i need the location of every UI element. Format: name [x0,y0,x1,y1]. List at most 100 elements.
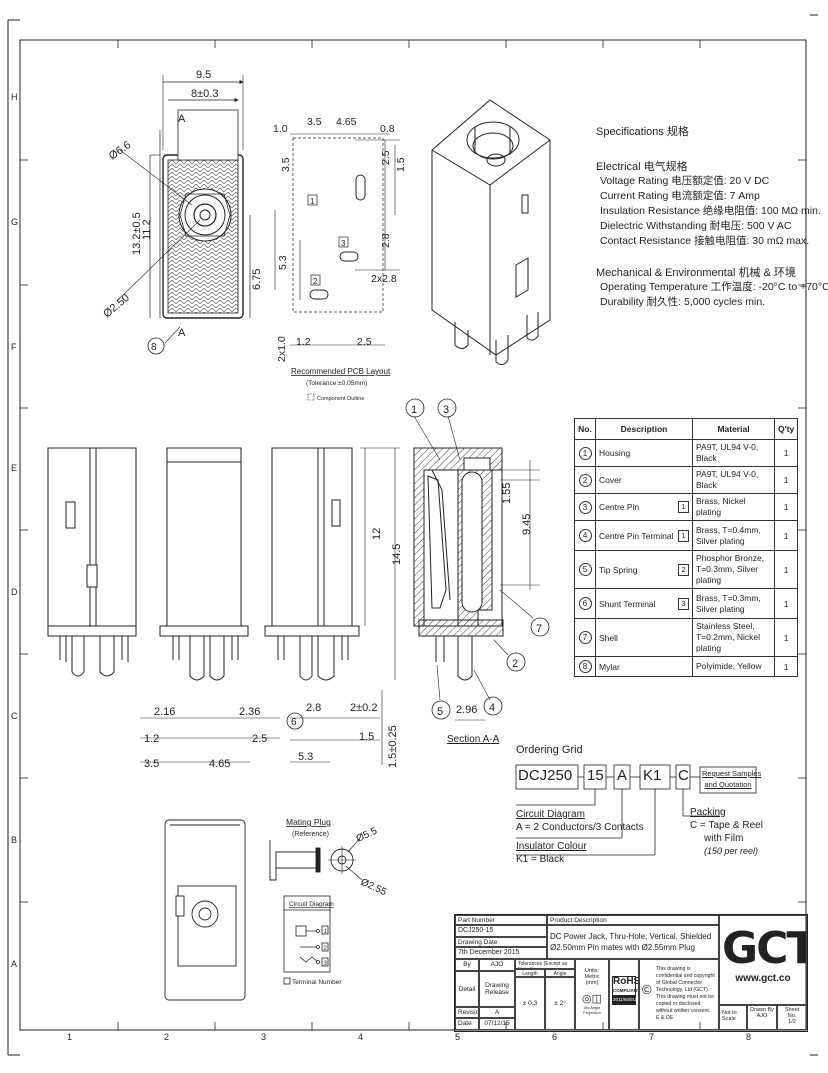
dim-side-10: 5.3 [298,751,313,763]
electrical-title: Electrical 电气规格 [596,161,688,173]
bom-header-material: Material [692,418,775,440]
dim-height-body: 11.2 [141,219,153,240]
pcb-pad-2: 2 [313,277,318,286]
tb-revision: A [479,1007,515,1018]
spec-durability: Durability 耐久性: 5,000 cycles min. [600,296,766,308]
pcb-pad-1: 1 [310,197,315,206]
border-row-G: G [11,217,18,227]
bom-header-qty: Q'ty [773,418,799,440]
tb-drawing-date: 7th December 2015 [455,947,547,959]
callout-6: 6 [291,717,297,728]
side-view-left [47,447,137,677]
bom-material: PA9T, UL94 V-0, Black [692,439,775,467]
bom-qty: 1 [773,466,799,494]
border-row-D: D [11,587,18,597]
callout-8: 8 [151,342,157,353]
bom-material: Brass, Nickel plating [692,493,775,521]
mating-plug-ref: (Reference) [292,831,329,838]
dim-side-1: 2.16 [154,706,175,718]
bom-description: Mylar [599,661,620,672]
bom-header-row: No. Description Material Q'ty [574,418,799,440]
mating-plug-title: Mating Plug [286,817,331,827]
order-part-circuit: 15 [587,767,604,784]
specifications: Specifications 规格 Electrical 电气规格 Voltag… [596,126,828,310]
request-samples-line-2: and Quotation [704,780,752,789]
order-part-colour: K1 [643,767,662,784]
bom-qty: 1 [773,656,799,677]
packing-heading: Packing [690,807,726,818]
isometric-view [431,99,551,366]
dim-side-2: 2.36 [239,706,260,718]
spec-contact: Contact Resistance 接触电阻值: 30 mΩ max. [600,235,810,247]
tb-drawing-date-label: Drawing Date [455,937,547,947]
request-samples-link[interactable]: Request Samples and Quotation [702,768,761,790]
dim-side-8: 2±0.2 [350,702,377,714]
gct-website[interactable]: www.gct.co [735,973,791,984]
pcb-pad-3: 3 [341,239,346,248]
dim-side-3: 1.2 [144,733,159,745]
bom-material: Polyimide, Yellow [692,656,775,677]
rohs-directive: 2011/65/EU [613,995,637,1004]
section-callout-1: 1 [411,404,417,416]
pcb-layout-labels: 1.0 3.5 4.65 0.8 3.5 2.5 1.5 2.8 5.3 2x2… [273,116,407,402]
tb-angle-tol: ± 2° [545,977,575,1030]
bom-pin-box: 3 [678,597,689,610]
section-callout-3: 3 [443,404,449,416]
dim-height-overall-side: 14.5 [391,544,403,565]
rohs-compliant: COMPLIANT [613,988,639,993]
side-view-middle [159,447,249,681]
tb-product-desc-line-1: DC Power Jack, Thru-Hole, Vertical, Shie… [550,932,712,941]
border-column-1: 1 [67,1032,72,1042]
dim-side-4: 2.5 [252,733,267,745]
pcb-layout [274,133,400,346]
circuit-diagram-title: Circuit Diagram [289,901,334,908]
gct-logo-panel: GCT www.gct.co [719,915,807,1005]
tb-copyright: © This drawing is confidential and copyr… [639,959,719,1030]
dim-section-3: 2.96 [456,704,477,716]
bom-material: Phosphor Bronze, T=0.3mm, Silver plating [692,550,775,589]
dim-side-9: 1.5 [359,731,374,743]
border-column-4: 4 [358,1032,363,1042]
tb-scale: Not to Scale [719,1005,747,1030]
bom-material: Brass, T=0.4mm, Silver plating [692,520,775,551]
tb-date: 07/12/15 [479,1018,515,1030]
border-column-3: 3 [261,1032,266,1042]
bom-description: Centre Pin Terminal [599,530,674,541]
tb-tol-label: Tolerances (Except as Noted) [515,959,575,969]
dim-side-7: 2.8 [306,702,321,714]
gct-logo: GCT [722,923,807,974]
tb-detail: Drawing Release [479,971,515,1007]
mech-title: Mechanical & Environmental 机械 & 环境 [596,267,796,279]
tb-drawn-by: Drawn By AJO [747,1005,777,1030]
bom-item-number: 5 [578,563,592,576]
bom-header-description: Description [595,418,693,440]
circuit-diagram-value: A = 2 Conductors/3 Contacts [516,822,644,833]
border-row-E: E [11,463,17,473]
rohs-title: RoHS [613,976,639,987]
bom-header-no: No. [574,418,596,440]
pcb-dim-7: 1.5 [395,157,407,172]
tb-angle-label: Angle [545,969,575,977]
pcb-dim-6: 2.5 [380,150,392,165]
dim-diameter-body: Ø6.6 [107,139,133,163]
spec-insulation: Insulation Resistance 绝缘电阻值: 100 MΩ min. [600,205,821,217]
mating-plug-dim-1: Ø5.5 [355,825,380,844]
ordering-title: Ordering Grid [516,744,583,756]
circuit-pin-3: 3 [324,961,328,967]
tb-units: Units: Metric (mm) ◎◫ 3rd Angle Projecti… [575,959,609,1030]
border-column-6: 6 [552,1032,557,1042]
border-column-5: 5 [455,1032,460,1042]
spec-title: Specifications 规格 [596,126,689,138]
bom-material: PA9T, UL94 V-0, Black [692,466,775,494]
pcb-layout-tolerance: (Tolerance:±0.05mm) [306,380,367,387]
pcb-dim-5: 3.5 [280,157,292,172]
bom-pin-box: 1 [678,501,689,513]
bom-qty: 1 [773,439,799,467]
bom-description: Tip Spring [599,564,638,575]
bom-qty: 1 [773,520,799,551]
bom-item-number: 6 [578,597,592,610]
